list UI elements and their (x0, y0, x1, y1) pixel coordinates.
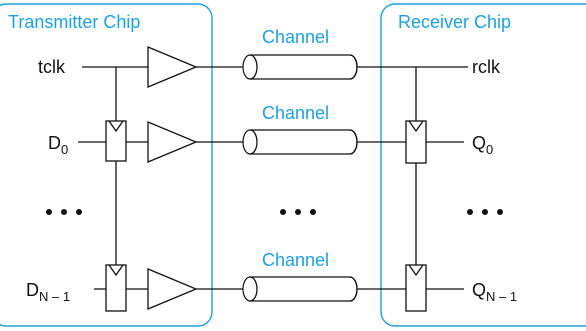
q0-label: Q0 (472, 133, 493, 157)
dn-label: DN – 1 (26, 280, 70, 304)
tx-buffer-n (147, 268, 198, 310)
ellipsis-channel (280, 209, 316, 215)
channel-label-datan: Channel (262, 250, 329, 270)
channel-clock-cable (242, 54, 358, 80)
transmitter-chip-box (0, 3, 213, 327)
tx-buffer-clock (147, 46, 198, 88)
d0-label: D0 (48, 133, 68, 157)
channel-label-data0: Channel (262, 103, 329, 123)
qn-label: QN – 1 (472, 280, 517, 304)
tclk-label: tclk (38, 57, 66, 77)
rx-flip-flop-0 (405, 120, 427, 164)
ellipsis-transmitter (46, 209, 82, 215)
rclk-label: rclk (472, 57, 501, 77)
rx-flip-flop-n (405, 264, 427, 312)
receiver-chip-title: Receiver Chip (398, 12, 511, 32)
channel-datan-cable (242, 276, 358, 302)
channel-label-clock: Channel (262, 27, 329, 47)
transmitter-chip-title: Transmitter Chip (8, 12, 140, 32)
tx-flip-flop-n (105, 264, 127, 312)
ellipsis-receiver (467, 209, 503, 215)
tx-buffer-0 (147, 121, 198, 163)
receiver-chip-box (380, 3, 586, 327)
channel-data0-cable (242, 129, 358, 155)
tx-flip-flop-0 (105, 120, 127, 162)
